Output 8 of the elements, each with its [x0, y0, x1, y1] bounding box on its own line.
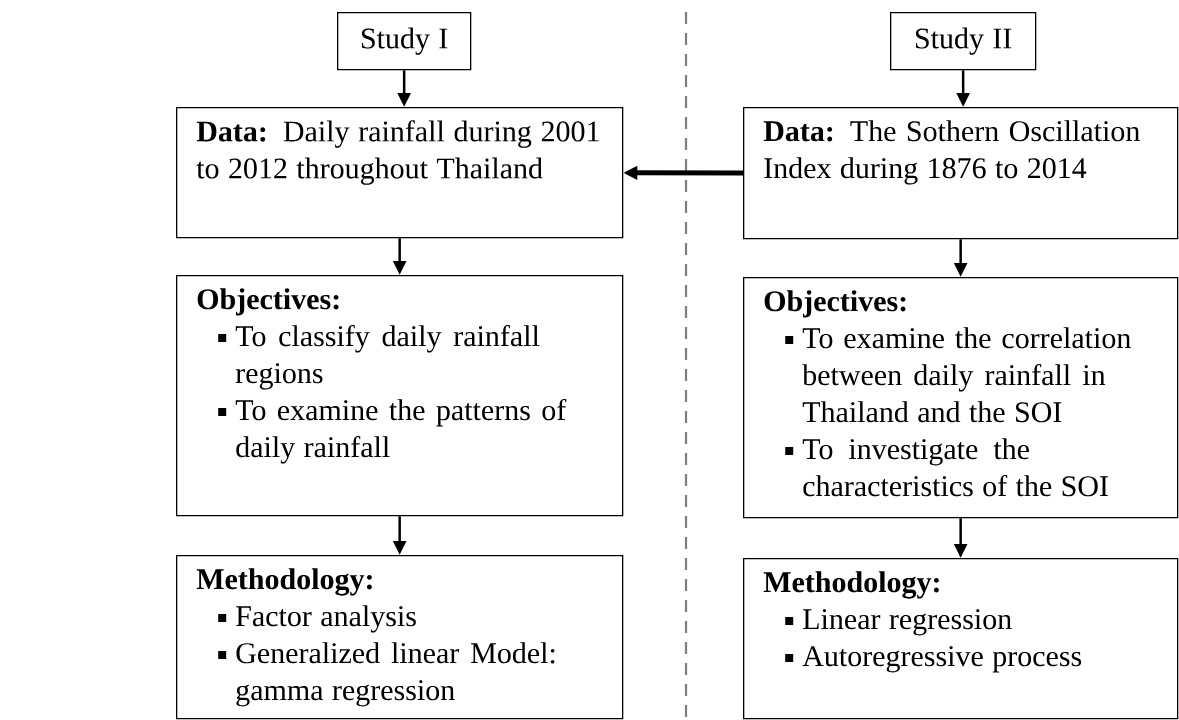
process-box: Objectives: To classify daily rainfall regions To examine the patterns of daily rainfall: [176, 275, 624, 517]
title-box: Study II: [890, 12, 1037, 71]
process-box: Data: The Sothern Oscillation Index during 1876 to 2014: [743, 107, 1179, 240]
title-box: Study I: [337, 12, 472, 71]
process-box: Methodology: Factor analysis Generalized linear Model: gamma regression: [176, 555, 624, 720]
process-box: Objectives: To examine the correlation between daily rainfall in Thailand and the SOI To investigate the characteristics of the SOI: [743, 277, 1179, 519]
process-box: Data: Daily rainfall during 2001 to 2012 throughout Thailand: [176, 107, 624, 239]
process-box: Methodology: Linear regression Autoregressive process: [743, 558, 1179, 720]
